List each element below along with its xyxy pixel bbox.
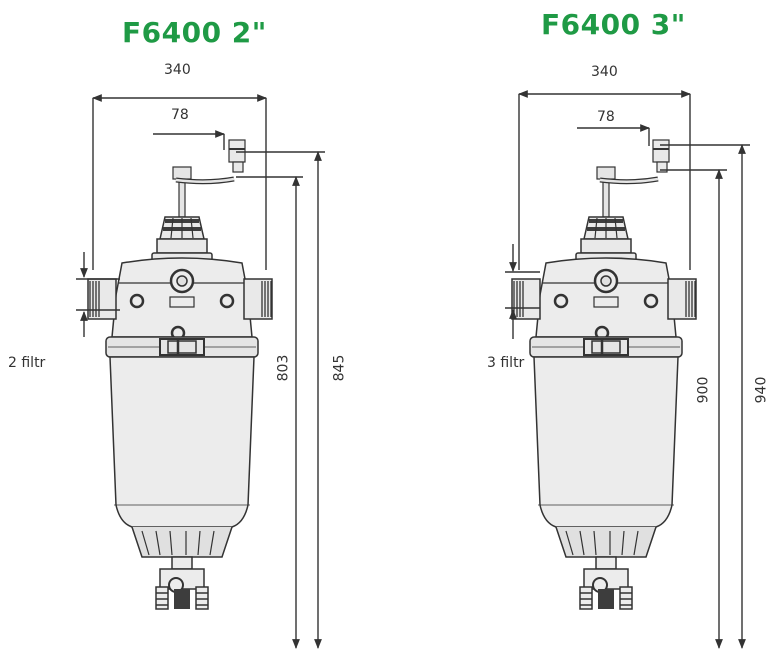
model-title-left: F6400 2" (122, 16, 267, 49)
filter-drawing-left (88, 140, 272, 609)
filter-count-label-right: 3 filtr (487, 355, 525, 371)
model-title-right: F6400 3" (541, 8, 686, 41)
filter-count-label-left: 2 filtr (8, 355, 46, 371)
dimension-lines-left (76, 94, 325, 649)
offset-label-right: 78 (597, 109, 615, 125)
dimension-lines-right (505, 90, 750, 649)
width-label-right: 340 (591, 64, 618, 80)
width-label-left: 340 (164, 62, 191, 78)
filter-drawing-right (512, 140, 696, 609)
offset-label-left: 78 (171, 107, 189, 123)
